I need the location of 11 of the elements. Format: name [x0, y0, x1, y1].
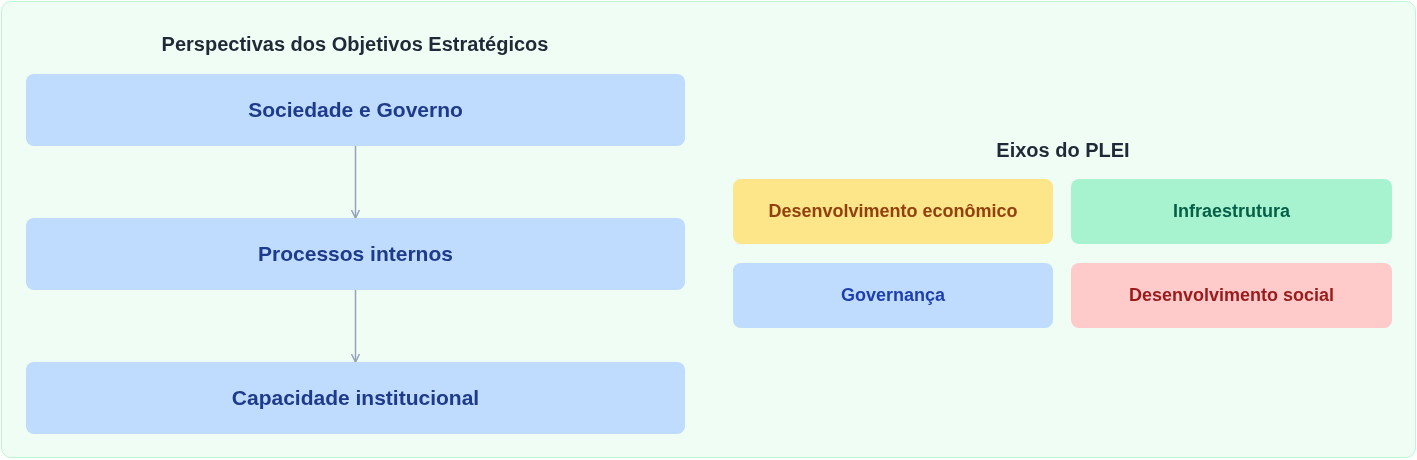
category-box: Desenvolvimento social — [1071, 263, 1392, 328]
section-heading: Eixos do PLEI — [996, 139, 1130, 162]
category-box: Capacidade institucional — [26, 362, 685, 434]
category-box: Desenvolvimento econômico — [733, 179, 1053, 244]
category-box: Processos internos — [26, 218, 685, 290]
arrow — [350, 145, 361, 219]
arrow — [350, 289, 361, 363]
category-box: Sociedade e Governo — [26, 74, 685, 146]
section-heading: Perspectivas dos Objetivos Estratégicos — [161, 33, 549, 56]
category-box: Infraestrutura — [1071, 179, 1392, 244]
category-box: Governança — [733, 263, 1053, 328]
